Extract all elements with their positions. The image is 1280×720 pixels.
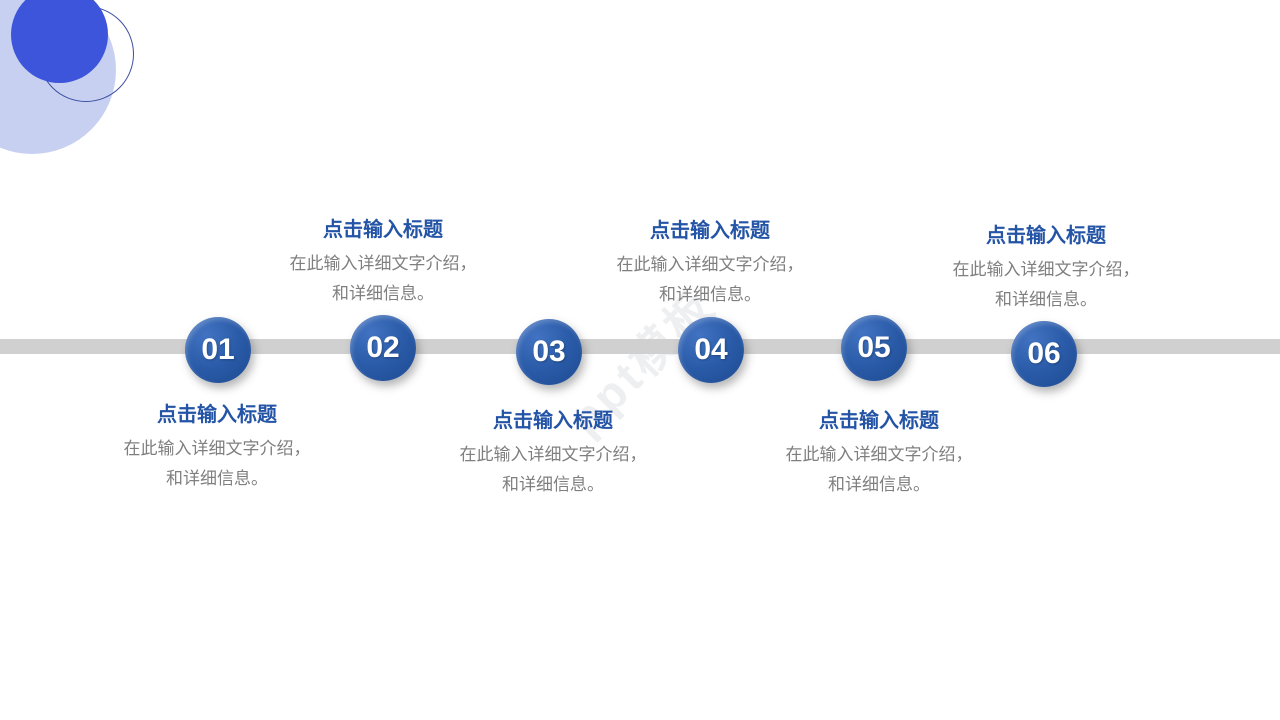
timeline-node-06: 06	[1011, 321, 1077, 387]
timeline-bar	[0, 339, 1280, 354]
item-desc-line2: 和详细信息。	[166, 469, 268, 488]
item-desc-line1: 在此输入详细文字介绍，	[289, 254, 477, 273]
timeline-node-05: 05	[841, 315, 907, 381]
node-number: 02	[366, 331, 400, 364]
item-title: 点击输入标题	[986, 225, 1106, 247]
item-title: 点击输入标题	[650, 220, 770, 242]
node-number: 03	[532, 335, 566, 368]
item-desc-line2: 和详细信息。	[332, 284, 434, 303]
timeline-text-01: 点击输入标题 在此输入详细文字介绍， 和详细信息。	[87, 402, 347, 494]
timeline-node-03: 03	[516, 319, 582, 385]
node-number: 01	[201, 333, 235, 366]
item-title: 点击输入标题	[157, 404, 277, 426]
item-desc-line2: 和详细信息。	[659, 285, 761, 304]
item-title: 点击输入标题	[493, 410, 613, 432]
item-desc-line1: 在此输入详细文字介绍，	[616, 255, 804, 274]
solid-circle-shape	[11, 0, 108, 83]
timeline-text-04: 点击输入标题 在此输入详细文字介绍， 和详细信息。	[580, 218, 840, 310]
timeline-text-06: 点击输入标题 在此输入详细文字介绍， 和详细信息。	[916, 223, 1176, 315]
node-number: 05	[857, 331, 891, 364]
node-number: 04	[694, 333, 728, 366]
timeline-text-02: 点击输入标题 在此输入详细文字介绍， 和详细信息。	[253, 217, 513, 309]
item-desc-line1: 在此输入详细文字介绍，	[459, 445, 647, 464]
item-title: 点击输入标题	[819, 410, 939, 432]
timeline-node-02: 02	[350, 315, 416, 381]
item-desc-line2: 和详细信息。	[995, 290, 1097, 309]
item-title: 点击输入标题	[323, 219, 443, 241]
node-number: 06	[1027, 337, 1061, 370]
item-desc-line2: 和详细信息。	[828, 475, 930, 494]
timeline-text-05: 点击输入标题 在此输入详细文字介绍， 和详细信息。	[749, 408, 1009, 500]
item-desc-line1: 在此输入详细文字介绍，	[952, 260, 1140, 279]
timeline-node-04: 04	[678, 317, 744, 383]
item-desc-line2: 和详细信息。	[502, 475, 604, 494]
item-desc-line1: 在此输入详细文字介绍，	[785, 445, 973, 464]
timeline-text-03: 点击输入标题 在此输入详细文字介绍， 和详细信息。	[423, 408, 683, 500]
timeline-node-01: 01	[185, 317, 251, 383]
item-desc-line1: 在此输入详细文字介绍，	[123, 439, 311, 458]
